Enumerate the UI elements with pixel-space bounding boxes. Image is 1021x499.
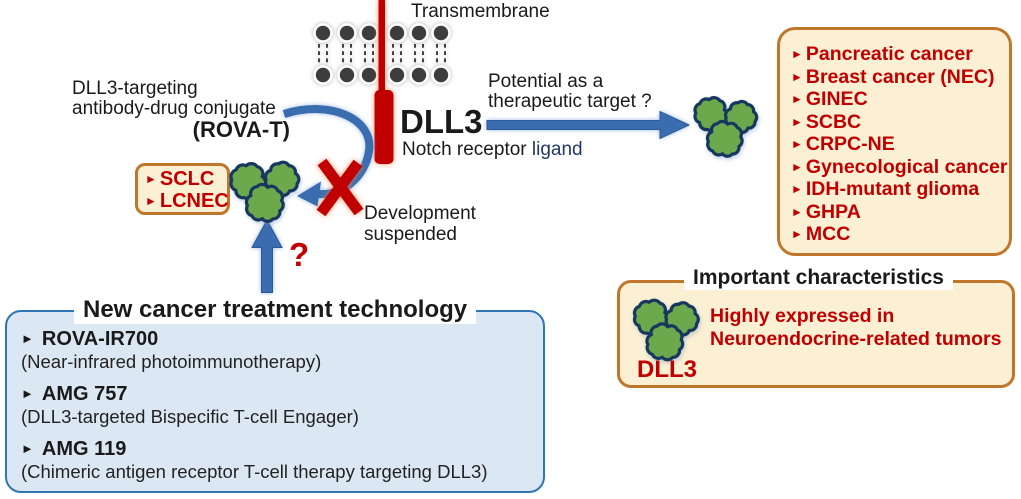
list-item: ► Pancreatic cancer: [791, 43, 1009, 66]
treatment-item: ► AMG 757 (DLL3-targeted Bispecific T-ce…: [21, 382, 543, 428]
potential-target-label: Potential as a therapeutic target ?: [488, 72, 652, 112]
tumor-type-label: Pancreatic cancer: [805, 43, 973, 65]
characteristics-dll3-label: DLL3: [637, 356, 697, 383]
dll3-title: DLL3: [400, 103, 483, 140]
suspension-line1: Development: [364, 203, 476, 224]
tumor-type-label: CRPC-NE: [805, 133, 895, 155]
tumor-type-label: Breast cancer (NEC): [805, 65, 995, 88]
adc-line1: DLL3-targeting: [72, 78, 198, 99]
tumor-cluster-right: [693, 96, 759, 158]
list-item: ► LCNEC: [145, 190, 229, 212]
triangle-bullet-icon: ►: [791, 159, 803, 174]
characteristics-line1: Highly expressed in: [710, 305, 895, 327]
up-arrow: [251, 218, 283, 293]
tumor-cluster-left: [229, 160, 301, 223]
triangle-bullet-icon: ►: [21, 441, 34, 456]
treatment-technology-box: ► ROVA-IR700 (Near-infrared photoimmunot…: [5, 310, 545, 493]
treatment-name: AMG 119: [41, 438, 127, 460]
list-item: ► SCBC: [791, 111, 1009, 134]
adc-label: DLL3-targeting antibody-drug conjugate (…: [72, 78, 290, 142]
suspension-line2: suspended: [364, 224, 457, 245]
adc-line2: antibody-drug conjugate: [72, 98, 276, 119]
list-item: ► GHPA: [791, 201, 1009, 224]
tumor-type-label: Gynecological cancer: [805, 155, 1008, 178]
arrowhead-icon: [297, 181, 321, 207]
indication-label: LCNEC: [159, 190, 229, 212]
right-arrow: [486, 110, 691, 140]
transmembrane-label: Transmembrane: [411, 1, 550, 22]
potential-line2: therapeutic target ?: [488, 91, 652, 112]
candidate-tumors-box: ► Pancreatic cancer ► Breast cancer (NEC…: [777, 27, 1012, 256]
rovat-curved-arrow: [282, 105, 374, 207]
characteristics-text: Highly expressed in Neuroendocrine-relat…: [710, 305, 1001, 351]
treatment-item: ► ROVA-IR700 (Near-infrared photoimmunot…: [21, 327, 543, 373]
list-item: ► GINEC: [791, 88, 1009, 111]
dll3-subtitle: Notch receptor ligand: [402, 139, 583, 161]
development-suspended-label: Development suspended: [364, 203, 476, 245]
list-item: ► Breast cancer (NEC): [791, 66, 1009, 89]
list-item: ► Gynecological cancer: [791, 156, 1009, 179]
indication-label: SCLC: [159, 168, 215, 190]
red-cross-icon: [316, 158, 364, 217]
treatment-description: (Near-infrared photoimmunotherapy): [21, 351, 322, 372]
treatment-description: (Chimeric antigen receptor T-cell therap…: [21, 461, 488, 482]
list-item: ► CRPC-NE: [791, 133, 1009, 156]
treatment-name: AMG 757: [41, 383, 128, 405]
potential-line1: Potential as a: [488, 71, 604, 92]
triangle-bullet-icon: ►: [791, 114, 803, 129]
triangle-bullet-icon: ►: [791, 227, 803, 241]
tumor-type-label: IDH-mutant glioma: [805, 178, 980, 200]
triangle-bullet-icon: ►: [791, 137, 803, 151]
treatment-name-row: ► ROVA-IR700: [21, 327, 543, 351]
dll3-protein-icon: [374, 0, 394, 164]
list-item: ► MCC: [791, 223, 1009, 246]
tumor-type-label: SCBC: [805, 110, 862, 133]
triangle-bullet-icon: ►: [791, 204, 803, 219]
tumor-type-label: GHPA: [805, 200, 861, 223]
dll3-subtitle-ligand: ligand: [531, 139, 583, 160]
characteristics-line2: Neuroendocrine-related tumors: [710, 328, 1002, 350]
triangle-bullet-icon: ►: [145, 172, 157, 186]
triangle-bullet-icon: ►: [791, 47, 803, 61]
triangle-bullet-icon: ►: [21, 331, 34, 346]
treatment-name-row: ► AMG 757: [21, 382, 543, 406]
triangle-bullet-icon: ►: [791, 69, 803, 84]
treatment-item: ► AMG 119 (Chimeric antigen receptor T-c…: [21, 437, 543, 483]
cell-membrane-icon: [313, 23, 451, 85]
list-item: ► IDH-mutant glioma: [791, 178, 1009, 201]
question-mark: ?: [289, 236, 310, 273]
treatment-description: (DLL3-targeted Bispecific T-cell Engager…: [21, 406, 359, 427]
approved-indications-box: ► SCLC ► LCNEC: [135, 163, 230, 215]
triangle-bullet-icon: ►: [21, 386, 34, 401]
characteristics-box-title: Important characteristics: [684, 266, 953, 290]
dll3-stalk: [378, 0, 385, 95]
rova-t-label: (ROVA-T): [192, 117, 290, 142]
list-item: ► SCLC: [145, 168, 227, 190]
triangle-bullet-icon: ►: [791, 182, 803, 196]
treatment-name-row: ► AMG 119: [21, 437, 543, 461]
treatment-name: ROVA-IR700: [41, 328, 159, 350]
treatment-box-title: New cancer treatment technology: [74, 296, 477, 324]
tumor-type-label: GINEC: [805, 88, 868, 110]
dll3-ectodomain: [374, 90, 394, 164]
triangle-bullet-icon: ►: [145, 194, 157, 208]
tumor-type-label: MCC: [805, 223, 851, 245]
triangle-bullet-icon: ►: [791, 92, 803, 106]
dll3-subtitle-black: Notch receptor: [402, 139, 532, 160]
